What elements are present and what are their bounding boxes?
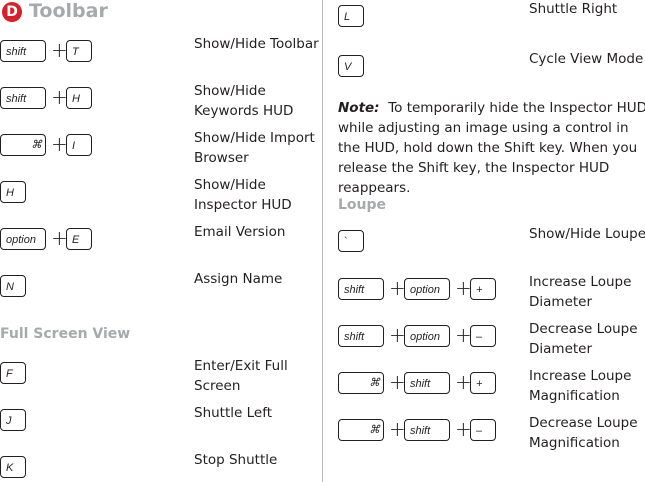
- t-key: T: [66, 40, 92, 62]
- full-screen-heading: Full Screen View: [0, 326, 131, 342]
- shortcut-description: Show/Hide Inspector HUD: [194, 177, 292, 213]
- shortcut-description: Increase Loupe Diameter: [529, 274, 632, 310]
- plus-sign: +: [455, 323, 472, 347]
- plus-sign: +: [455, 276, 472, 300]
- h-key: H: [0, 181, 26, 203]
- shift-key: shift: [404, 372, 450, 394]
- shortcut-description: Stop Shuttle: [194, 452, 278, 468]
- e-key: E: [66, 228, 92, 250]
- command-icon: ⌘: [369, 377, 380, 389]
- symbol-key: +: [470, 372, 496, 394]
- l-key: L: [338, 5, 364, 27]
- h-key: H: [66, 87, 92, 109]
- option-key: option: [404, 278, 450, 300]
- note-paragraph: Note: To temporarily hide the Inspector …: [338, 98, 645, 198]
- plus-sign: +: [51, 226, 68, 250]
- symbol-key: –: [470, 419, 496, 441]
- shortcut-description: Decrease Loupe Diameter: [529, 321, 638, 357]
- j-key: J: [0, 409, 26, 431]
- symbol-key: –: [470, 325, 496, 347]
- plus-sign: +: [389, 370, 406, 394]
- symbol-key: `: [338, 230, 364, 252]
- shortcut-description: Assign Name: [194, 271, 283, 287]
- shift-key: shift: [0, 87, 46, 109]
- shift-key: shift: [338, 278, 384, 300]
- shortcut-description: Show/Hide Keywords HUD: [194, 83, 294, 119]
- plus-sign: +: [51, 85, 68, 109]
- plus-sign: +: [389, 276, 406, 300]
- shortcut-description: Enter/Exit Full Screen: [194, 358, 288, 394]
- command-key: ⌘: [0, 134, 46, 156]
- shortcut-description: Email Version: [194, 224, 286, 240]
- shortcut-description: Shuttle Right: [529, 1, 618, 17]
- note-text: To temporarily hide the Inspector HUD wh…: [338, 100, 645, 196]
- k-key: K: [0, 456, 26, 478]
- section-title: Toolbar: [29, 0, 108, 22]
- i-key: I: [66, 134, 92, 156]
- command-icon: ⌘: [369, 424, 380, 436]
- plus-sign: +: [389, 417, 406, 441]
- shortcut-description: Show/Hide Loupe: [529, 226, 645, 242]
- shortcut-description: Show/Hide Toolbar: [194, 36, 319, 52]
- shift-key: shift: [0, 40, 46, 62]
- shift-key: shift: [338, 325, 384, 347]
- f-key: F: [0, 362, 26, 384]
- n-key: N: [0, 275, 26, 297]
- shortcut-description: Shuttle Left: [194, 405, 273, 421]
- apple-icon: : [345, 378, 353, 389]
- shortcut-description: Increase Loupe Magnification: [529, 368, 632, 404]
- shortcut-description: Decrease Loupe Magnification: [529, 415, 638, 451]
- plus-sign: +: [455, 417, 472, 441]
- shortcut-description: Cycle View Mode: [529, 51, 644, 67]
- symbol-key: +: [470, 278, 496, 300]
- v-key: V: [338, 55, 364, 77]
- command-icon: ⌘: [31, 139, 42, 151]
- command-key: ⌘: [338, 419, 384, 441]
- section-badge: D: [2, 2, 22, 22]
- option-key: option: [0, 228, 46, 250]
- plus-sign: +: [455, 370, 472, 394]
- note-label: Note:: [338, 100, 380, 116]
- loupe-heading: Loupe: [338, 197, 387, 213]
- apple-icon: : [345, 425, 353, 436]
- column-divider: [322, 0, 323, 482]
- command-key: ⌘: [338, 372, 384, 394]
- plus-sign: +: [51, 38, 68, 62]
- plus-sign: +: [389, 323, 406, 347]
- option-key: option: [404, 325, 450, 347]
- shortcut-description: Show/Hide Import Browser: [194, 130, 315, 166]
- plus-sign: +: [51, 132, 68, 156]
- shift-key: shift: [404, 419, 450, 441]
- apple-icon: : [7, 140, 15, 151]
